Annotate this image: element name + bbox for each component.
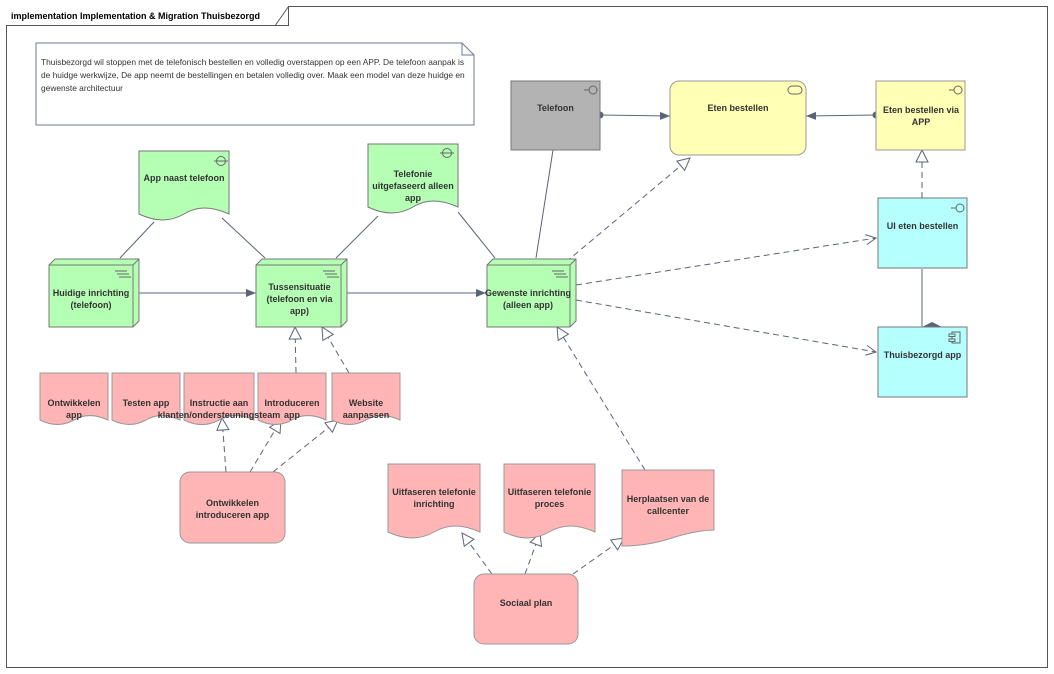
telefonie-uitgefaseerd-label: Telefonie uitgefaseerd alleen app xyxy=(372,169,454,203)
gewenste-inrichting-label: Gewenste inrichting (alleen app) xyxy=(484,288,571,310)
ontwikkelen-app-label: Ontwikkelen app xyxy=(47,398,101,420)
herplaatsen-label: Herplaatsen van de callcenter xyxy=(626,494,710,516)
herplaatsen-shape xyxy=(621,469,715,547)
eten-bestellen-app-box xyxy=(875,80,966,151)
app-naast-telefoon-label: App naast telefoon xyxy=(143,173,225,183)
uitfaseren-proces-label: Uitfaseren telefonie proces xyxy=(507,487,592,509)
testen-app-shape xyxy=(111,372,181,425)
gewenste-inrichting-shape xyxy=(486,258,577,328)
diagram-frame xyxy=(6,6,1048,668)
diagram-title: implementation Implementation & Migratio… xyxy=(6,6,290,26)
ui-eten-bestellen-label: UI eten bestellen xyxy=(886,221,959,231)
website-aanpassen-shape xyxy=(331,372,401,425)
tussensituatie-label: Tussensituatie (telefoon en via app) xyxy=(266,282,333,316)
note-text: Thuisbezorgd wil stoppen met de telefoni… xyxy=(41,57,465,93)
introduceren-app-shape xyxy=(257,372,327,425)
instructie-label: Instructie aan klanten/ondersteuningstea… xyxy=(157,398,281,420)
uitfaseren-inrichting-shape xyxy=(387,463,481,539)
telefonie-uitgefaseerd-shape xyxy=(367,143,459,214)
eten-bestellen-box xyxy=(669,80,807,156)
website-aanpassen-label: Website aanpassen xyxy=(342,398,390,420)
ontwikkelen-introduceren-box xyxy=(179,471,286,544)
ontwikkelen-introduceren-label: Ontwikkelen introduceren app xyxy=(195,498,270,520)
note-shape xyxy=(35,42,475,126)
tussensituatie-shape xyxy=(255,258,348,328)
app-naast-telefoon-shape xyxy=(138,150,230,221)
sociaal-plan-box xyxy=(473,573,579,645)
uitfaseren-inrichting-label: Uitfaseren telefonie inrichting xyxy=(392,487,476,509)
uitfaseren-proces-shape xyxy=(503,463,596,539)
sociaal-plan-label: Sociaal plan xyxy=(499,598,553,608)
testen-app-label: Testen app xyxy=(122,398,170,408)
ui-eten-bestellen-box xyxy=(877,197,968,269)
introduceren-app-label: Introduceren app xyxy=(264,398,320,420)
thuisbezorgd-app-label: Thuisbezorgd app xyxy=(883,350,962,360)
eten-bestellen-app-label: Eten bestellen via APP xyxy=(882,105,960,127)
ontwikkelen-app-shape xyxy=(39,372,109,425)
huidige-inrichting-shape xyxy=(48,258,140,328)
telefoon-box xyxy=(510,80,601,151)
instructie-shape xyxy=(183,372,255,425)
telefoon-label: Telefoon xyxy=(537,103,574,113)
huidige-inrichting-label: Huidige inrichting (telefoon) xyxy=(52,288,130,310)
eten-bestellen-label: Eten bestellen xyxy=(707,103,769,113)
